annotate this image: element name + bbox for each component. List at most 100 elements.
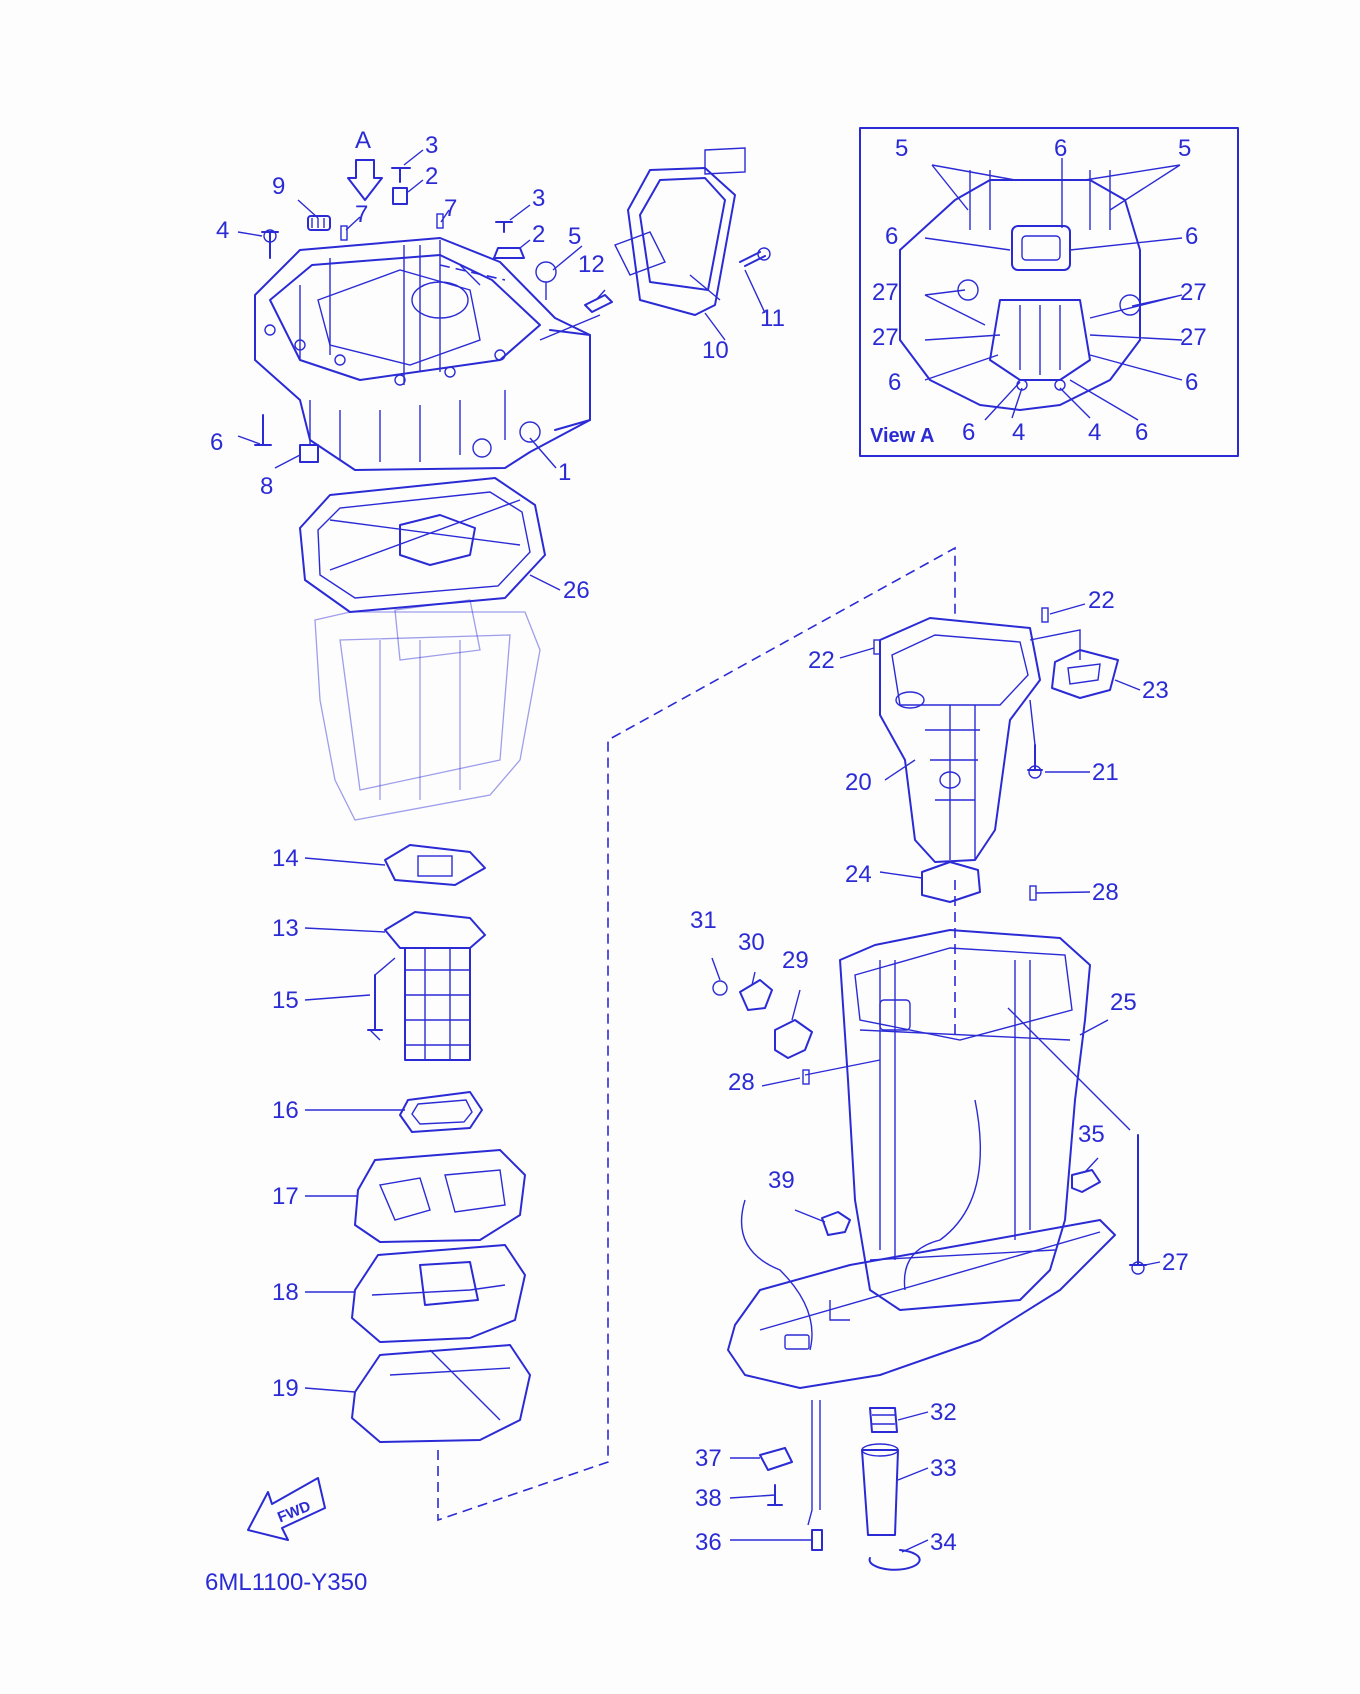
top-leaders — [237, 149, 766, 469]
label-10: 10 — [702, 337, 729, 364]
part-23 — [1051, 649, 1119, 699]
part-32 — [869, 1407, 898, 1433]
inset-label-6g: 6 — [1135, 419, 1148, 446]
label-12: 12 — [578, 251, 605, 278]
gasket-18 — [351, 1244, 526, 1343]
lower-right-leaders — [711, 957, 1161, 1553]
upper-casing-20 — [879, 617, 1041, 863]
inset-label-27a: 27 — [872, 279, 899, 306]
view-a-inset: 5 6 5 6 6 27 27 27 27 6 6 6 4 4 6 View A — [859, 127, 1239, 457]
muffler-cover — [614, 147, 746, 316]
view-arrow-a: A — [347, 127, 383, 201]
label-21: 21 — [1092, 759, 1119, 786]
right-upper-leaders — [839, 603, 1141, 894]
arrow-a-label: A — [355, 127, 371, 154]
inset-label-6b: 6 — [885, 223, 898, 250]
label-26: 26 — [563, 577, 590, 604]
inset-label-27d: 27 — [1180, 324, 1207, 351]
inset-label-6d: 6 — [888, 369, 901, 396]
label-37: 37 — [695, 1445, 722, 1472]
label-27: 27 — [1162, 1249, 1189, 1276]
inset-label-6c: 6 — [1185, 223, 1198, 250]
top-labels: 3 2 9 7 7 3 4 2 5 12 11 10 1 6 8 — [210, 132, 785, 500]
label-7b: 7 — [444, 195, 457, 222]
label-24: 24 — [845, 861, 872, 888]
right-upper-labels: 22 22 23 21 20 24 28 — [808, 587, 1169, 906]
label-22b: 22 — [808, 647, 835, 674]
label-35: 35 — [1078, 1121, 1105, 1148]
inset-label-27b: 27 — [1180, 279, 1207, 306]
part-33 — [861, 1449, 899, 1536]
label-14: 14 — [272, 845, 299, 872]
upper-mount-bracket — [254, 237, 591, 471]
label-19: 19 — [272, 1375, 299, 1402]
top-fasteners — [254, 167, 771, 463]
label-2b: 2 — [532, 221, 545, 248]
label-20: 20 — [845, 769, 872, 796]
label-29: 29 — [782, 947, 809, 974]
label-31: 31 — [690, 907, 717, 934]
view-a-label: View A — [870, 425, 934, 447]
label-2a: 2 — [425, 163, 438, 190]
label-34: 34 — [930, 1529, 957, 1556]
left-stack-leaders — [304, 857, 405, 1393]
fwd-arrow: FWD — [247, 1477, 326, 1541]
anti-cavitation-plate — [727, 1219, 1116, 1389]
part-35 — [1071, 1169, 1101, 1193]
inset-label-5a: 5 — [895, 135, 908, 162]
label-3a: 3 — [425, 132, 438, 159]
label-11: 11 — [760, 305, 785, 332]
inset-label-4a: 4 — [1012, 419, 1025, 446]
label-38: 38 — [695, 1485, 722, 1512]
label-3b: 3 — [532, 185, 545, 212]
label-6: 6 — [210, 429, 223, 456]
inset-frame — [859, 127, 1239, 457]
inset-label-4b: 4 — [1088, 419, 1101, 446]
plate-17 — [354, 1149, 526, 1243]
gasket-19 — [351, 1344, 531, 1443]
oil-pan-ghost — [314, 599, 541, 821]
inset-housing — [899, 179, 1141, 411]
label-1: 1 — [558, 459, 571, 486]
seal-16 — [399, 1091, 483, 1133]
label-5: 5 — [568, 223, 581, 250]
part-39 — [821, 1211, 851, 1236]
part-34 — [868, 1549, 921, 1571]
exhaust-guide-13 — [384, 911, 486, 1061]
arrow-a-icon — [347, 159, 383, 201]
label-7a: 7 — [355, 201, 368, 228]
assembly-guide-lines — [437, 264, 956, 1522]
part-37 — [759, 1447, 793, 1471]
label-28a: 28 — [1092, 879, 1119, 906]
inset-label-27c: 27 — [872, 324, 899, 351]
label-36: 36 — [695, 1529, 722, 1556]
inset-label-5b: 5 — [1178, 135, 1191, 162]
label-8: 8 — [260, 473, 273, 500]
label-32: 32 — [930, 1399, 957, 1426]
gasket-26 — [299, 477, 546, 613]
inset-label-6f: 6 — [962, 419, 975, 446]
label-4: 4 — [216, 217, 229, 244]
lower-right-hardware — [712, 979, 1147, 1571]
label-25: 25 — [1110, 989, 1137, 1016]
label-9: 9 — [272, 173, 285, 200]
label-39: 39 — [768, 1167, 795, 1194]
label-30: 30 — [738, 929, 765, 956]
label-16: 16 — [272, 1097, 299, 1124]
lower-right-labels: 31 30 29 25 28 35 39 27 32 37 33 38 36 3… — [690, 907, 1189, 1556]
fwd-arrow-icon — [247, 1477, 326, 1541]
part-29 — [774, 1019, 813, 1059]
label-33: 33 — [930, 1455, 957, 1482]
label-23: 23 — [1142, 677, 1169, 704]
label-28b: 28 — [728, 1069, 755, 1096]
inset-label-6a: 6 — [1054, 135, 1067, 162]
label-18: 18 — [272, 1279, 299, 1306]
left-stack-labels: 14 13 15 16 17 18 19 — [272, 845, 299, 1402]
label-15: 15 — [272, 987, 299, 1014]
part-30 — [739, 979, 773, 1011]
lower-casing-25 — [727, 929, 1116, 1389]
inset-label-6e: 6 — [1185, 369, 1198, 396]
gasket-14 — [384, 844, 486, 886]
label-17: 17 — [272, 1183, 299, 1210]
